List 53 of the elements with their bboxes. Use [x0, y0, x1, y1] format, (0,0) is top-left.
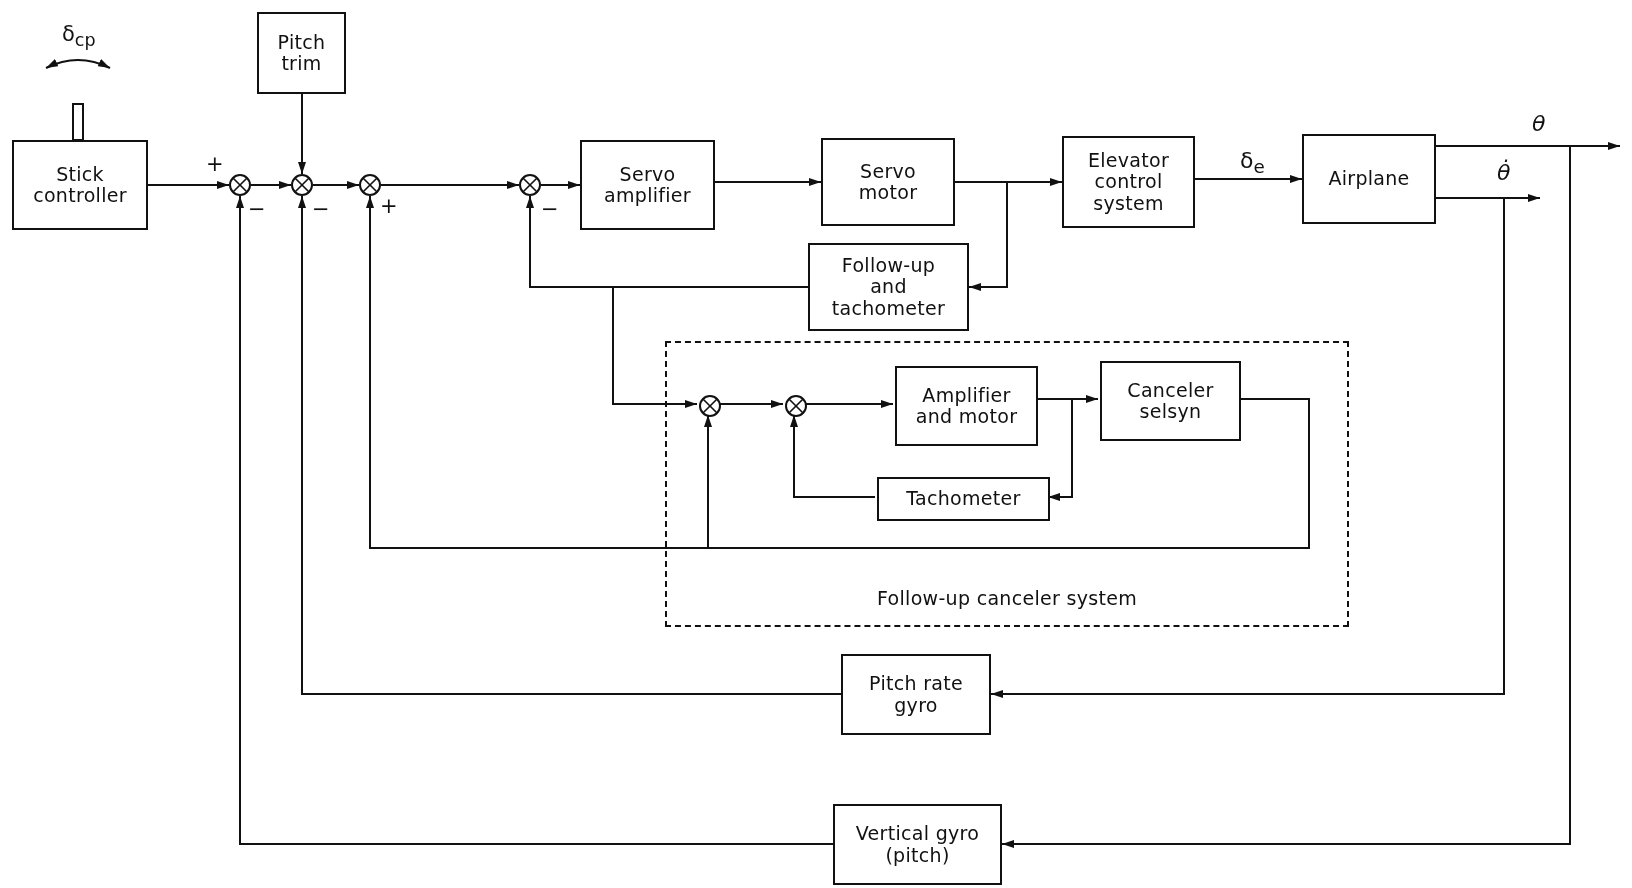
arrow: [790, 414, 876, 498]
block: [841, 654, 991, 735]
arrow: [250, 181, 292, 189]
block: [895, 366, 1038, 446]
block: [1100, 361, 1241, 441]
block-label: Canceler selsyn: [1126, 379, 1215, 423]
block-label: Follow-up and tachometer: [830, 255, 947, 319]
sign-label: −: [541, 199, 559, 220]
sign-label: +: [380, 196, 398, 217]
summing-junction: [359, 174, 381, 196]
summing-junction: [229, 174, 251, 196]
arrow: [1001, 145, 1571, 848]
arrow: [714, 178, 822, 186]
group-title: Follow-up canceler system: [877, 587, 1137, 609]
block: [833, 804, 1002, 885]
block-label: Amplifier and motor: [914, 384, 1019, 428]
arrow: [990, 197, 1505, 698]
summing-junction: [519, 174, 541, 196]
summing-junction: [785, 395, 807, 417]
block: [877, 477, 1050, 521]
summing-junction: [699, 395, 721, 417]
arrow: [954, 181, 1008, 291]
block-label: Airplane: [1328, 168, 1410, 190]
sign-label: −: [248, 199, 266, 220]
symbol-label: δ$_{cp}$: [62, 24, 96, 50]
arrow: [147, 181, 230, 189]
block-label: Pitch trim: [276, 31, 327, 75]
arrow: [298, 93, 306, 175]
arrow: [1194, 175, 1303, 183]
block: [1062, 136, 1195, 228]
block: [808, 243, 969, 331]
block-label: Vertical gyro (pitch): [854, 823, 981, 866]
block-label: Stick controller: [32, 163, 128, 207]
arrow: [380, 181, 520, 189]
block-label: Servo motor: [857, 160, 919, 204]
block: [257, 12, 346, 94]
sign-label: +: [206, 154, 224, 175]
arrow: [298, 195, 842, 695]
sign-label: −: [312, 199, 330, 220]
block-label: Tachometer: [906, 488, 1021, 510]
summing-junction: [291, 174, 313, 196]
block-label: Pitch rate gyro: [868, 673, 964, 716]
arrow: [312, 181, 360, 189]
arrow: [540, 181, 581, 189]
block: [580, 140, 715, 230]
arrow: [704, 398, 1310, 549]
block: [821, 138, 955, 226]
block-label: Elevator control system: [1086, 150, 1171, 214]
block: [12, 140, 148, 230]
arrow: [236, 195, 834, 845]
block: [1302, 134, 1436, 224]
block-label: Servo amplifier: [603, 163, 692, 207]
dashed-group-box: [665, 341, 1349, 627]
